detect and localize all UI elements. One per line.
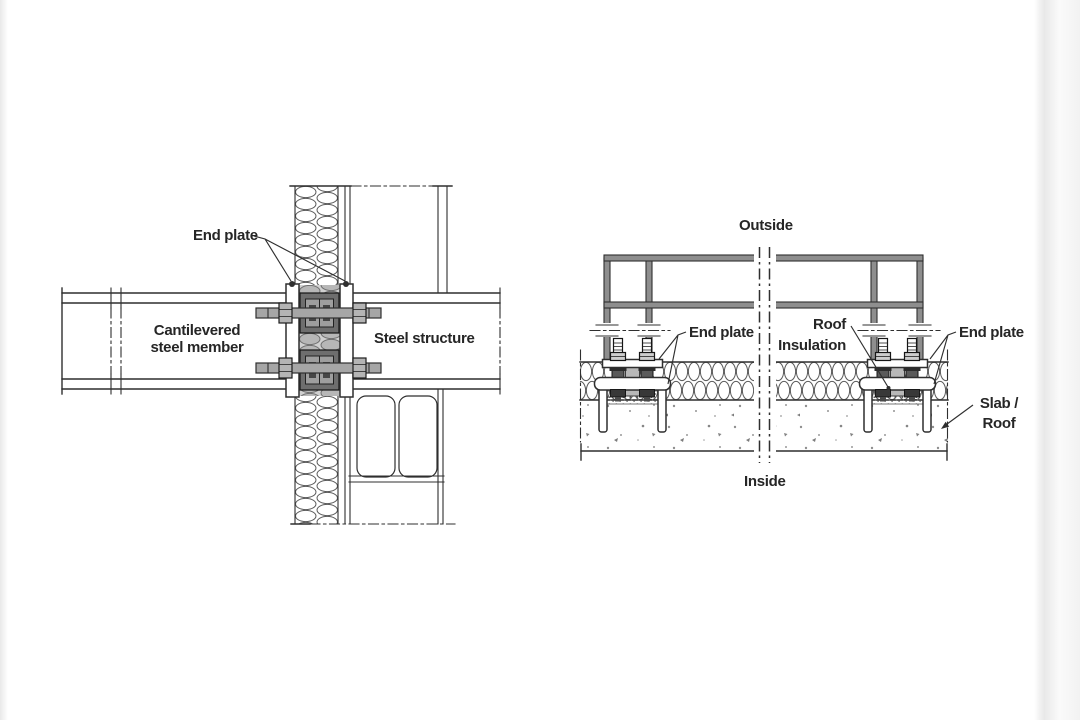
- end-plate-right: [339, 283, 354, 398]
- roof-insulation-label: Roof Insulation: [766, 316, 846, 354]
- outside-label: Outside: [739, 217, 793, 234]
- end-plate-label-right: End plate: [959, 324, 1024, 341]
- right-diagram-leaders: [658, 325, 974, 429]
- slab-roof-label: Slab / Roof: [973, 395, 1025, 432]
- bolt-bottom: [255, 357, 382, 379]
- roof-insulation-label-line1: Roof: [813, 316, 846, 333]
- upper-column: [437, 185, 448, 294]
- centerline-break: [754, 247, 776, 463]
- steel-structure-beam: [352, 287, 501, 395]
- cantilevered-beam: [61, 287, 287, 395]
- end-plate-connection: [255, 281, 382, 398]
- bolt-top: [255, 302, 382, 324]
- inside-label: Inside: [744, 473, 786, 490]
- section-cut-edges: [579, 349, 949, 443]
- roof-insulation-label-line2: Insulation: [778, 337, 846, 354]
- right-diagram-section-view: [579, 247, 974, 463]
- slab-roof-label-line2: Roof: [982, 415, 1016, 432]
- cantilevered-member-label: Cantilevered steel member: [118, 322, 276, 356]
- cantilevered-member-label-line2: steel member: [150, 339, 244, 356]
- left-diagram-plan-view: [61, 185, 501, 525]
- end-plate-left: [285, 283, 300, 398]
- column-section: [348, 388, 445, 525]
- steel-structure-label: Steel structure: [374, 330, 475, 347]
- end-plate-leader-left-diagram: [253, 235, 346, 282]
- slab-roof-label-line1: Slab /: [979, 395, 1019, 412]
- cantilevered-member-label-line1: Cantilevered: [153, 322, 241, 339]
- end-plate-label-left: End plate: [689, 324, 754, 341]
- end-plate-label: End plate: [193, 227, 258, 244]
